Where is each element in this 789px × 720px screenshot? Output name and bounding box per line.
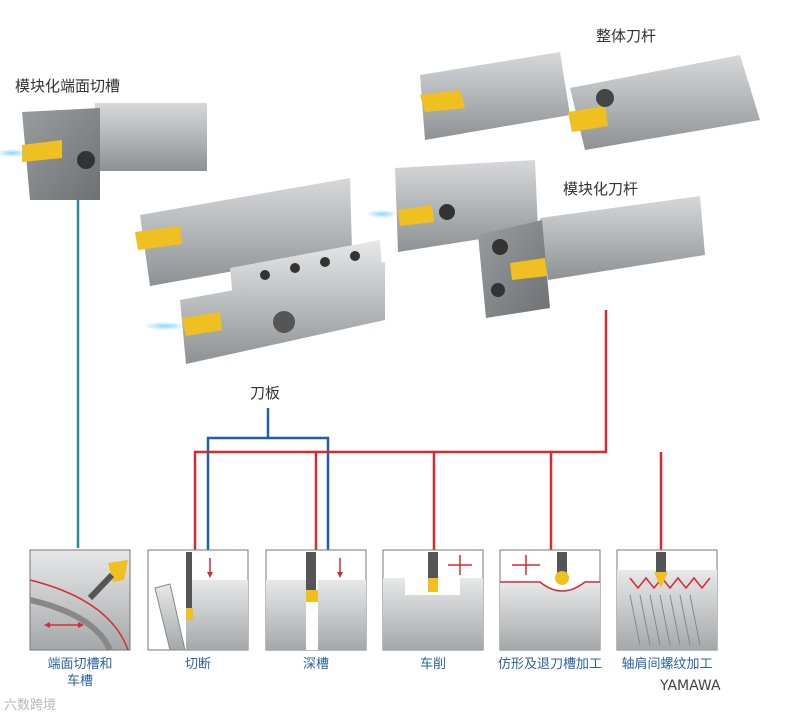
operation-panel-profiling <box>499 549 601 651</box>
blade-block-tool <box>143 240 385 364</box>
operation-label-deep-grooving: 深槽 <box>302 657 329 672</box>
solid-holder-tool-2 <box>568 55 760 150</box>
operation-panel-turning <box>382 549 484 651</box>
watermark-right: YAMAWA <box>660 678 721 694</box>
operation-panel-face-grooving <box>29 549 131 652</box>
modular-holder-tool-2 <box>478 196 705 318</box>
operation-label-threading: 轴肩间螺纹加工 <box>621 657 713 672</box>
label-modular-holder: 模块化刀杆 <box>563 180 639 198</box>
operation-label-profiling: 仿形及退刀槽加工 <box>497 657 602 672</box>
operation-label-face-grooving: 端面切槽和 车槽 <box>47 657 113 689</box>
modular-face-grooving-tool <box>0 103 207 200</box>
operation-panel-threading <box>616 549 718 651</box>
modular-holder-tool-1 <box>366 160 538 252</box>
label-blade: 刀板 <box>250 384 281 402</box>
operation-panel-parting <box>147 549 249 651</box>
watermark-left: 六数跨境 <box>4 698 57 713</box>
label-solid-holder: 整体刀杆 <box>596 27 657 45</box>
operation-label-turning: 车削 <box>419 657 446 672</box>
label-modular-face-grooving: 模块化端面切槽 <box>15 77 121 95</box>
operation-panel-deep-grooving <box>265 549 367 651</box>
connection-lines <box>76 200 663 556</box>
solid-holder-tool-1 <box>420 52 570 140</box>
operation-label-parting: 切断 <box>184 657 211 672</box>
